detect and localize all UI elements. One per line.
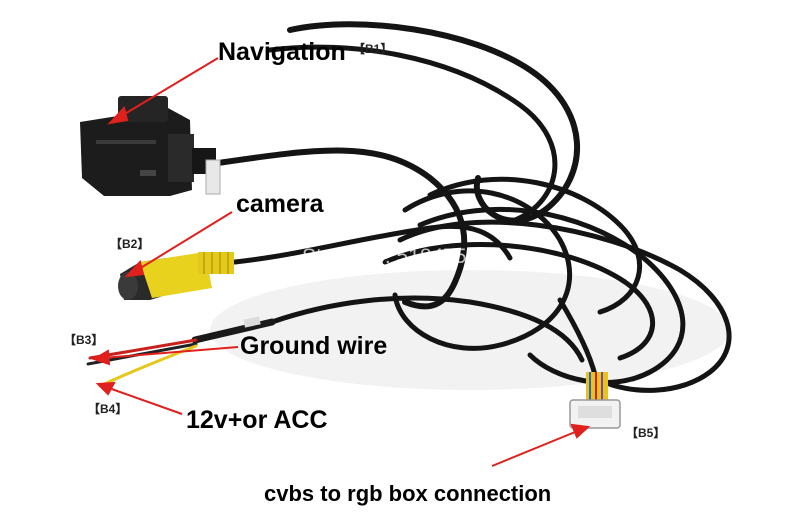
camera-cable — [232, 223, 513, 265]
ground-wire-label: Ground wire — [240, 332, 388, 360]
coil-loop-3 — [397, 219, 732, 393]
harness-cables — [215, 21, 732, 393]
arrow-navigation — [117, 57, 219, 119]
b5-cable — [557, 297, 598, 378]
cable-shadow — [210, 270, 730, 390]
watermark: Store No: 518475 — [302, 245, 467, 268]
b5-connector — [569, 372, 621, 429]
annotation-arrows — [91, 57, 591, 467]
navigation-label: Navigation — [218, 38, 346, 66]
connection-label: cvbs to rgb box connection — [264, 481, 552, 506]
coil-loop-5 — [427, 176, 643, 315]
arrow-connection — [491, 429, 581, 467]
b2-tag: 【B2】 — [110, 237, 150, 251]
arrow-ground — [101, 346, 239, 359]
b3-tag: 【B3】 — [64, 333, 104, 347]
top-loop-cable-2 — [267, 44, 558, 225]
camera-label: camera — [236, 190, 324, 218]
rca-connector — [118, 252, 234, 300]
coil-loop-4 — [382, 242, 655, 361]
arrow-power — [105, 386, 183, 415]
b5-tag: 【B5】 — [626, 426, 666, 440]
power-label: 12v+or ACC — [186, 406, 328, 434]
heat-shrink — [191, 318, 276, 344]
navigation-connector — [80, 96, 221, 196]
arrow-camera — [133, 211, 233, 273]
top-loop-cable — [287, 21, 580, 224]
b4-tag: 【B4】 — [88, 402, 128, 416]
lower-cable — [269, 295, 585, 363]
b1-tag: 【B1】 — [353, 42, 393, 56]
coil-loop-1 — [392, 188, 573, 351]
